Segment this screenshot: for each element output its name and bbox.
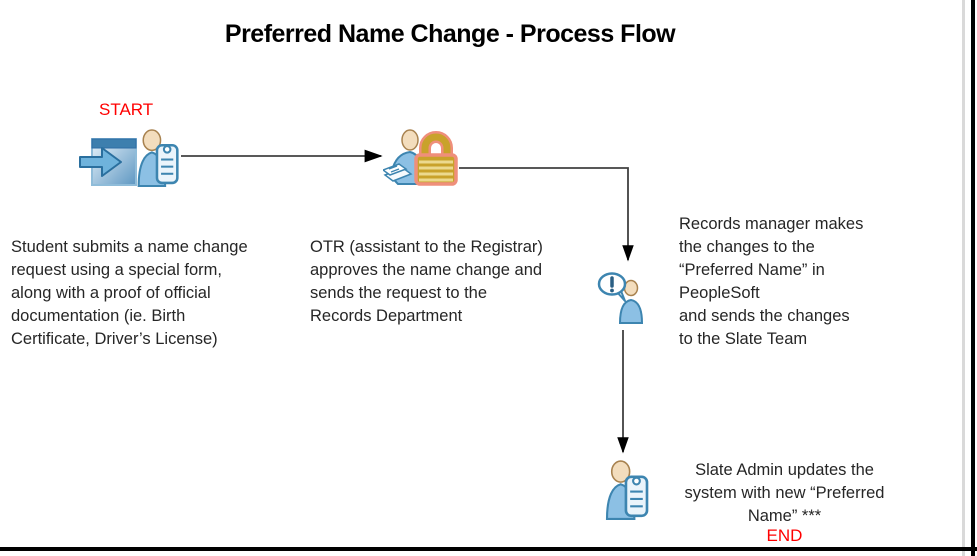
padlock-icon — [414, 131, 458, 186]
step2-description: OTR (assistant to the Registrar) approve… — [310, 238, 543, 325]
end-label: END — [766, 526, 803, 545]
page-title: Preferred Name Change - Process Flow — [224, 20, 676, 48]
page-border-bottom — [0, 547, 977, 551]
page-border-right — [971, 0, 975, 556]
start-label: START — [99, 100, 154, 119]
arrow-step2-to-step3 — [459, 167, 634, 262]
step1-description: Student submits a name change request us… — [11, 238, 248, 348]
person-with-clipboard-icon — [605, 460, 649, 520]
page-edge-gray-line — [962, 0, 965, 556]
enter-window-icon — [79, 138, 137, 186]
person-with-clipboard-icon — [137, 129, 179, 187]
person-alert-icon — [597, 272, 644, 324]
step3-description: Records manager makes the changes to the… — [679, 215, 864, 348]
step4-description: Slate Admin updates the system with new … — [684, 461, 885, 525]
